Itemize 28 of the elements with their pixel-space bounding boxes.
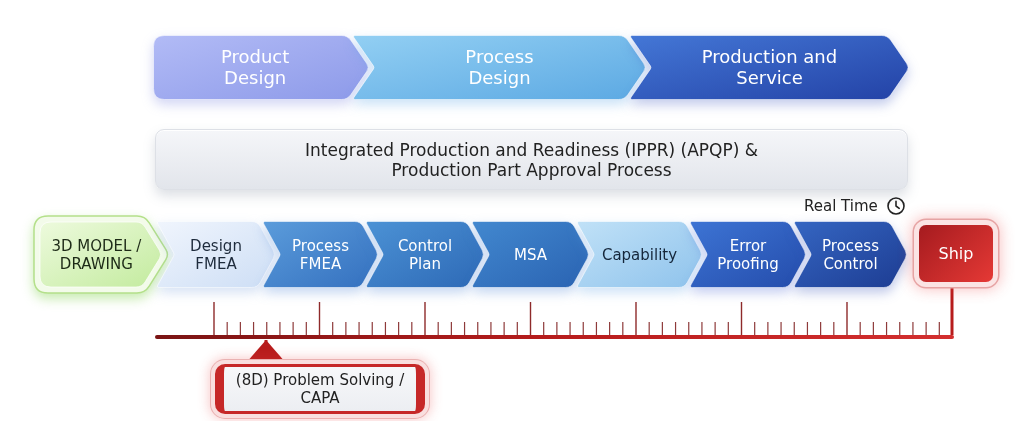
chevron-step xyxy=(471,221,590,288)
step-label: 3D MODEL / DRAWING xyxy=(50,236,142,273)
step-label: Error Proofing xyxy=(716,236,780,273)
caption-text: Real Time xyxy=(804,197,878,215)
step-label: MSA xyxy=(513,245,548,264)
chevron-step xyxy=(689,221,807,288)
step-label: Production and Service xyxy=(701,45,838,90)
chevron-step xyxy=(33,215,170,294)
banner-panel xyxy=(155,129,908,190)
callout-text: (8D) Problem Solving / CAPA xyxy=(235,371,405,407)
banner-text: Integrated Production and Readiness (IPPR) (APQP) & Production Part Approval Process xyxy=(304,139,759,180)
step-label: Process Control xyxy=(821,236,880,273)
chevron-step xyxy=(629,35,910,100)
chevron-step xyxy=(576,221,703,288)
step-label: Design FMEA xyxy=(189,236,243,273)
chevron-step xyxy=(153,35,370,100)
step-label: Ship xyxy=(938,243,974,264)
chevron-step xyxy=(156,221,276,288)
step-label: Product Design xyxy=(220,45,291,90)
chevron-step xyxy=(365,221,485,288)
step-label: Process FMEA xyxy=(291,236,350,273)
step-label: Capability xyxy=(601,245,678,264)
chevron-step xyxy=(793,221,908,288)
step-label: Process Design xyxy=(464,45,535,90)
chevron-step xyxy=(352,35,647,100)
step-label: Control Plan xyxy=(397,236,453,273)
chevron-step xyxy=(262,221,379,288)
timeline-bar xyxy=(155,335,954,339)
